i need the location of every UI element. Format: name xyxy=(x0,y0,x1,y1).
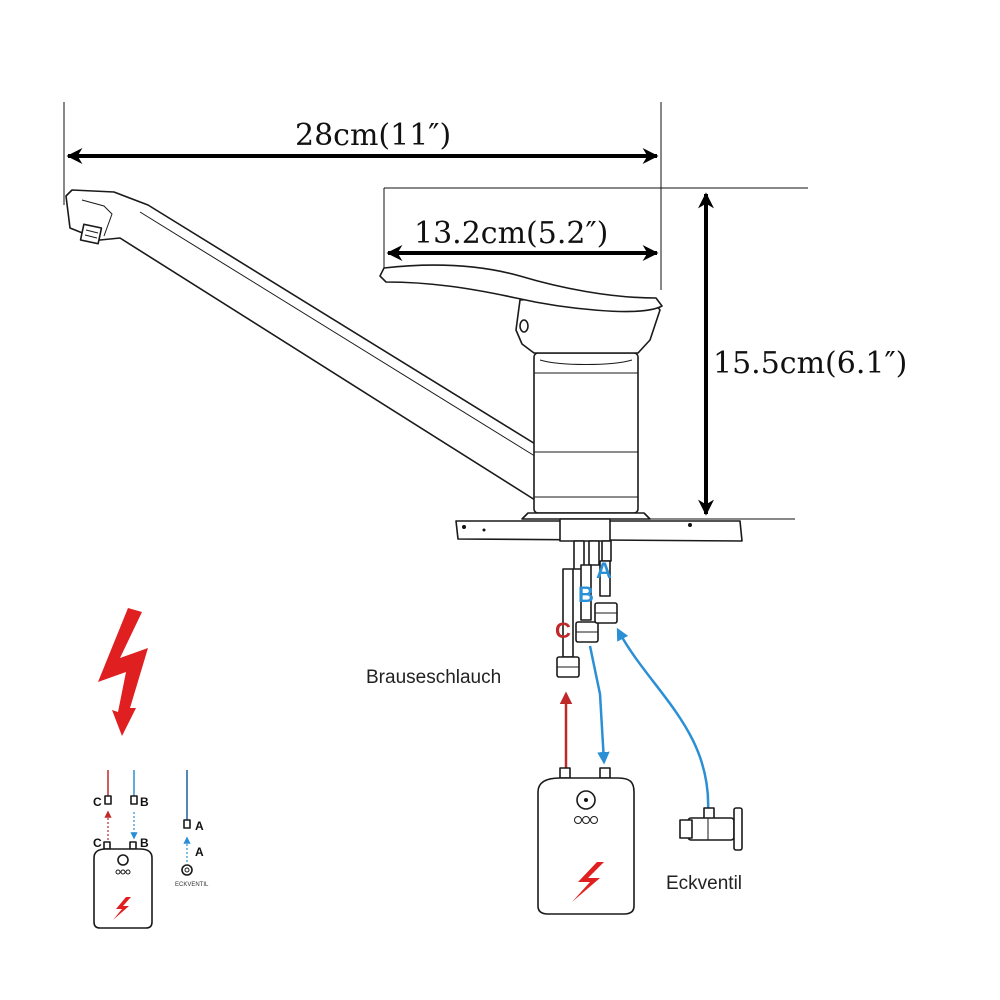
connection-b-label: B xyxy=(578,582,594,607)
height-label: 15.5cm(6.1″) xyxy=(713,346,907,381)
aerator xyxy=(79,223,103,245)
heater-bolt-icon xyxy=(572,862,604,902)
mini-heater-bolt-icon xyxy=(113,897,131,920)
lever-handle xyxy=(379,264,663,313)
connection-a-label: A xyxy=(596,558,612,583)
connection-c-label: C xyxy=(555,618,571,643)
mini-a-top-label: A xyxy=(195,819,204,833)
mini-angle-valve-label: ECKVENTIL xyxy=(175,882,209,888)
handle-length-label: 13.2cm(5.2″) xyxy=(414,216,608,251)
angle-valve-label: Eckventil xyxy=(666,873,742,894)
faucet xyxy=(65,189,743,542)
total-length-label: 28cm(11″) xyxy=(295,118,451,153)
faucet-base xyxy=(521,512,651,520)
angle-valve xyxy=(679,807,743,851)
pipe-a xyxy=(599,560,611,597)
mini-c-top-label: C xyxy=(93,795,102,809)
faucet-body xyxy=(533,352,639,514)
mini-b-bottom-label: B xyxy=(140,836,149,850)
mini-a-bottom-label: A xyxy=(195,845,204,859)
cold-supply-hose xyxy=(616,627,710,813)
pipe-b xyxy=(580,564,592,621)
mini-b-top-label: B xyxy=(140,795,149,809)
mini-c-bottom-label: C xyxy=(93,836,102,850)
electric-warning-icon xyxy=(98,608,148,736)
water-heater xyxy=(537,767,635,915)
cold-to-heater-hose xyxy=(588,645,610,765)
mini-schematic xyxy=(93,770,193,929)
supply-pipes xyxy=(556,540,618,678)
shower-hose-label: Brauseschlauch xyxy=(366,667,501,688)
reference-lines xyxy=(63,102,808,520)
pipe-c xyxy=(562,568,574,658)
